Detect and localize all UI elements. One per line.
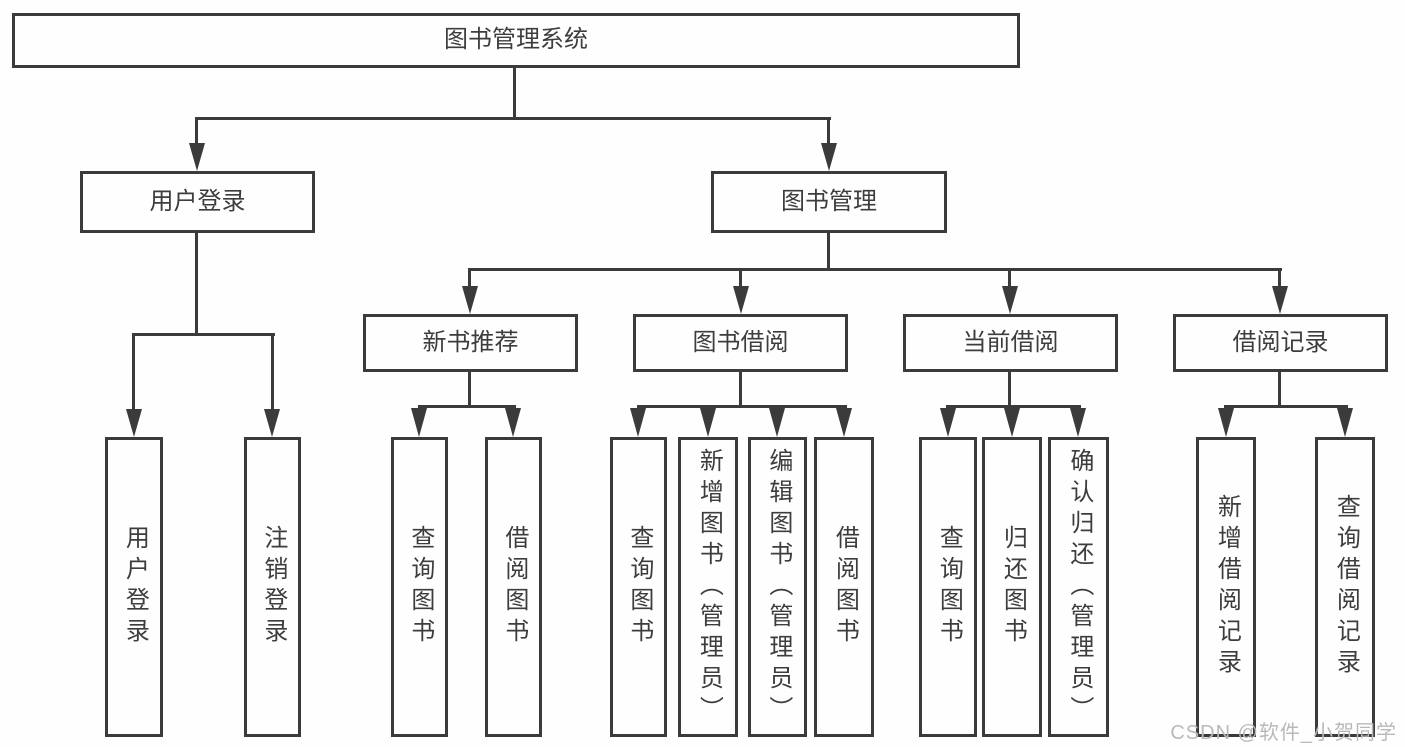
connector-hline [132,333,275,336]
arrow-down [264,409,280,437]
node-label: 查询图书 [406,525,434,649]
node-label: 编辑图书（管理员） [764,447,792,727]
leaf-borrow-books-recommend: 借阅图书 [485,437,542,737]
connector-vline [132,333,135,410]
arrow-down [700,408,716,437]
connector-hline [418,405,516,408]
leaf-query-books-current: 查询图书 [919,437,977,737]
arrow-down [462,286,478,314]
leaf-add-borrow-record: 新增借阅记录 [1196,437,1256,737]
node-label: 借阅图书 [500,525,528,649]
leaf-query-borrow-record: 查询借阅记录 [1315,437,1375,737]
node-label: 当前借阅 [962,328,1059,356]
node-label: 查询借阅记录 [1332,494,1360,680]
leaf-query-books-recommend: 查询图书 [391,437,448,737]
leaf-edit-books-admin: 编辑图书（管理员） [748,437,807,737]
node-label: 注销登录 [259,525,287,649]
arrow-down [733,286,749,314]
connector-vline [271,333,274,410]
arrow-down [940,408,956,437]
node-label: 归还图书 [999,525,1027,649]
connector-vline [1008,268,1011,289]
leaf-user-login: 用户登录 [105,437,163,737]
connector-hline [946,405,1081,408]
node-new-book-recommend: 新书推荐 [363,314,578,372]
node-label: 图书管理 [781,187,877,215]
node-label: 查询图书 [935,525,963,649]
connector-vline [827,117,830,144]
node-label: 查询图书 [625,525,653,649]
connector-vline [1008,372,1011,408]
arrow-down [836,408,852,437]
leaf-return-books: 归还图书 [982,437,1042,737]
leaf-logout: 注销登录 [244,437,301,737]
connector-vline [195,233,198,336]
connector-vline [468,268,471,289]
node-book-borrowing: 图书借阅 [633,314,848,372]
arrow-down [505,408,521,437]
connector-vline [739,372,742,408]
connector-vline [195,117,198,144]
connector-vline [739,268,742,289]
connector-vline [1278,268,1281,289]
node-label: 用户登录 [149,187,246,215]
node-book-management: 图书管理 [711,171,947,233]
leaf-borrow-books: 借阅图书 [814,437,874,737]
node-label: 借阅图书 [831,525,859,649]
leaf-confirm-return-admin: 确认归还（管理员） [1048,437,1109,737]
node-label: 新书推荐 [422,328,519,356]
arrow-down [1002,286,1018,314]
arrow-down [769,408,785,437]
connector-hline [468,268,1282,271]
arrow-down [1218,408,1234,437]
node-label: 借阅记录 [1232,328,1329,356]
connector-vline [513,68,516,119]
node-library-management-system: 图书管理系统 [12,13,1020,68]
connector-vline [827,233,830,271]
node-current-borrowing: 当前借阅 [903,314,1118,372]
arrow-down [630,408,646,437]
connector-vline [468,372,471,408]
connector-vline [1278,372,1281,408]
node-label: 图书借阅 [692,328,789,356]
arrow-down [1337,408,1353,437]
node-label: 确认归还（管理员） [1065,447,1093,727]
arrow-down [1070,408,1086,437]
arrow-down [821,143,837,171]
node-label: 新增借阅记录 [1213,494,1241,680]
node-label: 图书管理系统 [444,26,588,54]
arrow-down [1272,286,1288,314]
connector-hline [1224,405,1348,408]
arrow-down [126,409,142,437]
node-user-login: 用户登录 [80,171,315,233]
csdn-watermark: CSDN @软件_小贺同学 [1170,722,1397,744]
leaf-add-books-admin: 新增图书（管理员） [678,437,738,737]
leaf-query-books-borrowing: 查询图书 [610,437,667,737]
node-label: 用户登录 [121,525,149,649]
node-label: 新增图书（管理员） [695,447,723,727]
arrow-down [189,143,205,171]
connector-hline [195,117,831,120]
connector-hline [637,405,847,408]
arrow-down [1004,408,1020,437]
node-borrowing-records: 借阅记录 [1173,314,1388,372]
arrow-down [411,408,427,437]
